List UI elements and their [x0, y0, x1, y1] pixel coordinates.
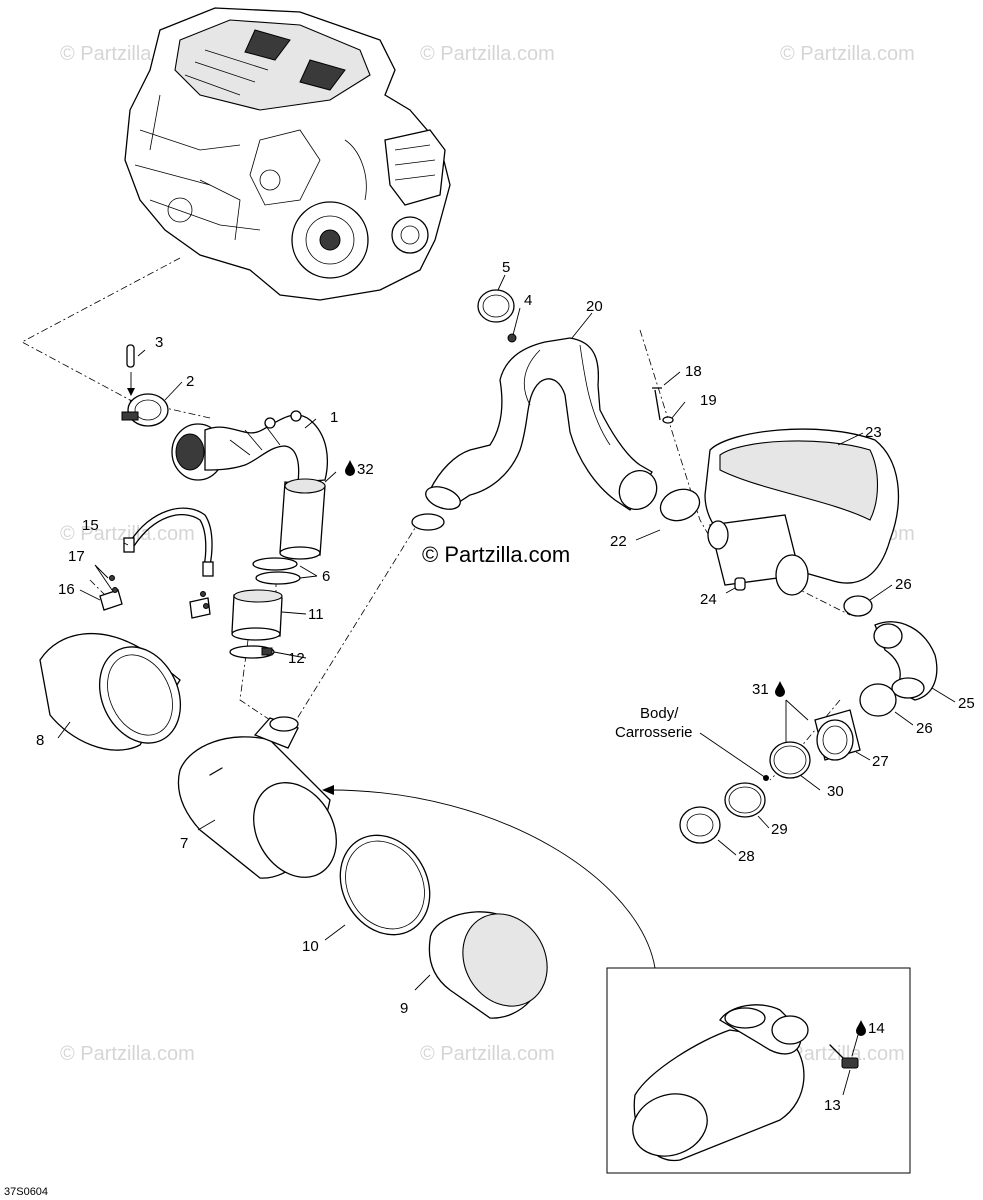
leader-lines — [57, 274, 956, 1096]
part-exhaust-pipe-20 — [411, 289, 658, 531]
callout-24: 24 — [700, 591, 717, 608]
callout-26: 26 — [895, 576, 912, 593]
detail-box — [606, 967, 911, 1174]
callout-5: 5 — [502, 259, 510, 276]
part-clamp-and-pin — [121, 344, 169, 427]
callout-8: 8 — [36, 732, 44, 749]
callout-11: 11 — [308, 606, 324, 623]
watermarks: © Partzilla.com © Partzilla.com © Partzi… — [60, 43, 915, 1065]
part-muffler — [177, 716, 337, 879]
part-rings-and-sleeve — [229, 557, 301, 659]
part-wire-and-brackets — [99, 507, 214, 619]
callout-19: 19 — [700, 392, 717, 409]
callout-7: 7 — [180, 835, 188, 852]
callout-1: 1 — [330, 409, 338, 426]
callout-12: 12 — [288, 650, 305, 667]
part-ring-and-canister — [339, 834, 548, 1019]
callout-2: 2 — [186, 373, 194, 390]
callout-10: 10 — [302, 938, 319, 955]
part-heat-shield — [39, 632, 182, 751]
callout-22: 22 — [610, 533, 627, 550]
callout-32: 32 — [357, 461, 374, 478]
watermark-text: © Partzilla.com — [420, 43, 555, 65]
part-exhaust-manifold-pipe — [171, 410, 328, 560]
part-elbow-and-fittings — [679, 595, 938, 844]
watermark-text: © Partzilla.com — [60, 1043, 195, 1065]
drop-icons — [345, 460, 866, 1036]
callout-30: 30 — [827, 783, 844, 800]
watermark-text: © Partzilla.com — [60, 523, 195, 545]
callout-20: 20 — [586, 298, 603, 315]
callout-15: 15 — [82, 517, 99, 534]
callout-25: 25 — [958, 695, 975, 712]
engine-illustration — [124, 7, 451, 301]
callout-labels: 1 2 3 4 5 6 7 8 9 10 11 12 13 14 15 16 1… — [4, 259, 975, 1198]
callout-28: 28 — [738, 848, 755, 865]
detail-arrow — [322, 785, 656, 969]
drop-icon — [345, 460, 355, 476]
body-label: Body/ — [640, 705, 679, 722]
callout-17: 17 — [68, 548, 85, 565]
callout-27: 27 — [872, 753, 889, 770]
callout-3: 3 — [155, 334, 163, 351]
callout-29: 29 — [771, 821, 788, 838]
callout-26: 26 — [916, 720, 933, 737]
watermark-text: © Partzilla.com — [780, 43, 915, 65]
carrosserie-label: Carrosserie — [615, 724, 693, 741]
drawing-reference: 37S0604 — [4, 1186, 48, 1198]
watermark-text: © Partzilla.com — [420, 1043, 555, 1065]
callout-18: 18 — [685, 363, 702, 380]
callout-9: 9 — [400, 1000, 408, 1017]
callout-16: 16 — [58, 581, 75, 598]
callout-23: 23 — [865, 424, 882, 441]
callout-31: 31 — [752, 681, 769, 698]
callout-4: 4 — [524, 292, 532, 309]
drop-icon — [775, 681, 785, 697]
watermark-text: © Partzilla.com — [770, 1043, 905, 1065]
drop-icon — [856, 1020, 866, 1036]
callout-14: 14 — [868, 1020, 885, 1037]
part-resonator-box — [652, 387, 900, 596]
callout-13: 13 — [824, 1097, 841, 1114]
callout-6: 6 — [322, 568, 330, 585]
watermark-center-text: © Partzilla.com — [422, 542, 570, 567]
